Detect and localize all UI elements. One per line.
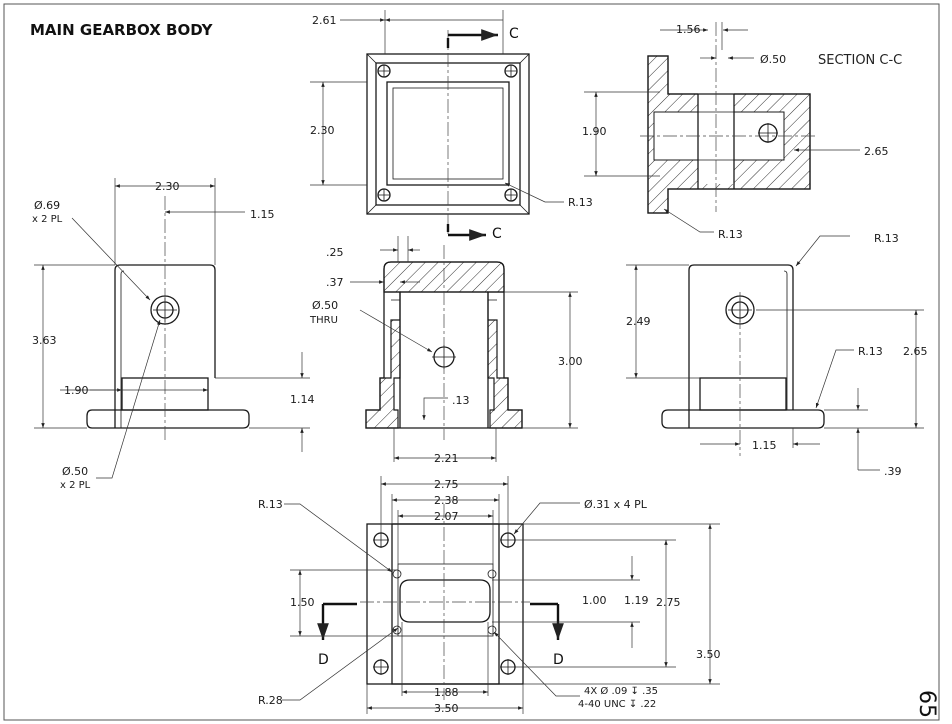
dim-right-r13: R.13	[874, 232, 899, 245]
dim-mid-13: .13	[452, 394, 470, 407]
dim-right-115: 1.15	[752, 439, 777, 452]
dim-mid-dia50: Ø.50	[312, 299, 338, 312]
dim-bot-tap1: 4X Ø .09 ↧ .35	[584, 685, 658, 697]
dim-sec-156: 1.56	[676, 23, 701, 36]
dim-bot-r13: R.13	[258, 498, 283, 511]
drawing-title: MAIN GEARBOX BODY	[30, 21, 214, 39]
dim-bot-r28: R.28	[258, 694, 283, 707]
dim-sec-190: 1.90	[582, 125, 607, 138]
dim-left-363: 3.63	[32, 334, 57, 347]
dim-left-dia69: Ø.69	[34, 199, 60, 212]
dim-sec-dia50: Ø.50	[760, 53, 786, 66]
dim-left-115: 1.15	[250, 208, 275, 221]
tapped-hole-icon	[392, 569, 497, 635]
dim-right-r13b: R.13	[858, 345, 883, 358]
dim-bot-100: 1.00	[582, 594, 607, 607]
dim-bot-275: 2.75	[434, 478, 459, 491]
mounting-hole-icon-bottom	[373, 532, 516, 675]
page-number: 65	[914, 690, 939, 718]
dim-left-230: 2.30	[155, 180, 180, 193]
dim-top-230: 2.30	[310, 124, 335, 137]
section-label: SECTION C-C	[818, 53, 902, 68]
dim-bot-150: 1.50	[290, 596, 315, 609]
dim-bot-350: 3.50	[434, 702, 459, 715]
dim-bot-238: 2.38	[434, 494, 459, 507]
dim-mid-300: 3.00	[558, 355, 583, 368]
dim-mid-37: .37	[326, 276, 344, 289]
dim-sec-r13: R.13	[718, 228, 743, 241]
left-side-view: 2.30 1.15 Ø.69 x 2 PL 3.63 1.90 1.14 Ø.5…	[32, 178, 315, 491]
section-view: 1.56 Ø.50 1.90 2.65 R.13	[582, 22, 889, 241]
dim-bot-207: 2.07	[434, 510, 459, 523]
right-side-view: R.13 2.49 R.13 2.65 1.15 .39	[626, 232, 928, 478]
bottom-view: D D 2.75 2.38 2.07 R.13 Ø.31 x 4 PL 1.50…	[258, 476, 721, 715]
dim-left-114: 1.14	[290, 393, 315, 406]
dim-left-190: 1.90	[64, 384, 89, 397]
cut-label-d-left: D	[318, 652, 329, 668]
dim-mid-221: 2.21	[434, 452, 459, 465]
dim-top-r13: R.13	[568, 196, 593, 209]
dim-mid-25: .25	[326, 246, 344, 259]
dim-bot-dia31: Ø.31 x 4 PL	[584, 498, 648, 511]
dim-sec-265: 2.65	[864, 145, 889, 158]
dim-bot-275v: 2.75	[656, 596, 681, 609]
page-border	[3, 3, 940, 721]
dim-right-39: .39	[884, 465, 902, 478]
dim-left-dia50: Ø.50	[62, 465, 88, 478]
dim-bot-188: 1.88	[434, 686, 459, 699]
dim-bot-350v: 3.50	[696, 648, 721, 661]
dim-left-2pl: x 2 PL	[32, 214, 63, 225]
cut-label-c-bottom: C	[492, 226, 502, 242]
cut-label-c-top: C	[509, 26, 519, 42]
dim-right-249: 2.49	[626, 315, 651, 328]
cut-label-d-right: D	[553, 652, 564, 668]
top-view: C C 2.61 2.30 R.13	[310, 10, 593, 242]
dim-left-2pl-b: x 2 PL	[60, 480, 91, 491]
dim-mid-thru: THRU	[309, 315, 338, 326]
dim-right-265: 2.65	[903, 345, 928, 358]
dim-top-261: 2.61	[312, 14, 337, 27]
dim-bot-tap2: 4-40 UNC ↧ .22	[578, 699, 656, 710]
mounting-hole-icon	[377, 64, 518, 202]
dim-bot-119: 1.19	[624, 594, 649, 607]
front-section-view: .25 .37 Ø.50 THRU 3.00 .13 2.21	[309, 236, 583, 465]
